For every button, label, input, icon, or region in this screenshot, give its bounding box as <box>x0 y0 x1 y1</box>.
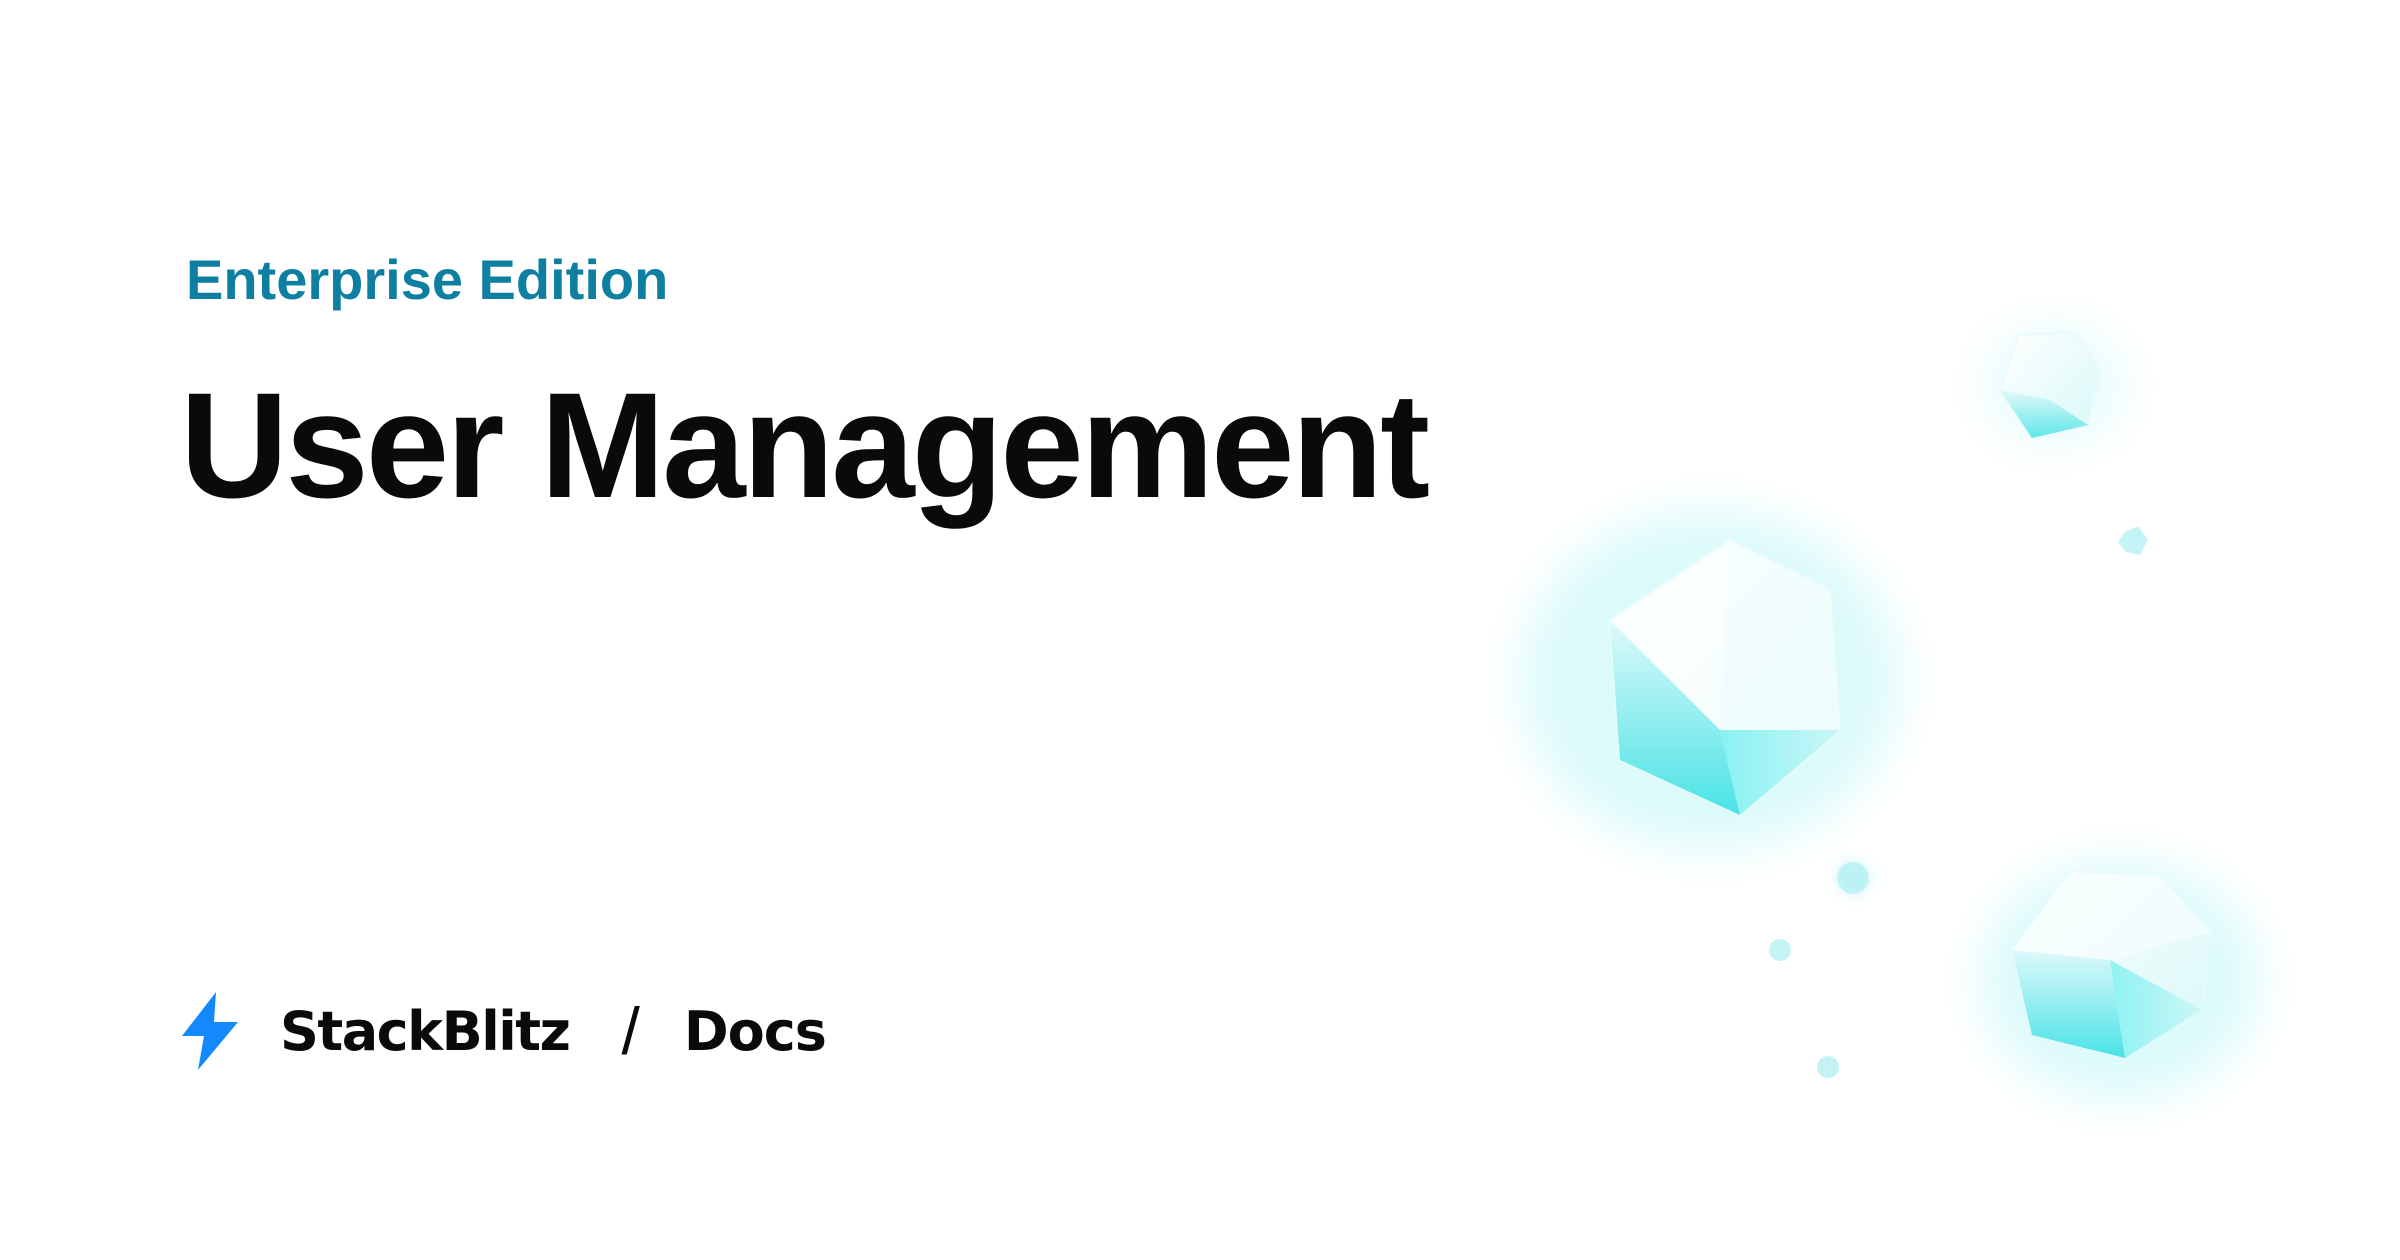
small-cube-icon <box>1998 330 2102 440</box>
lightning-bolt-icon <box>182 992 238 1070</box>
section-name: Docs <box>683 999 827 1063</box>
edition-label: Enterprise Edition <box>186 248 669 311</box>
gem-cluster-icon <box>1520 325 2260 1100</box>
brand-name: StackBlitz <box>280 999 571 1063</box>
particle-icon <box>1769 526 2148 1078</box>
large-gem-icon <box>1608 538 1842 817</box>
page-title: User Management <box>180 361 1430 529</box>
medium-cube-icon <box>2010 870 2212 1060</box>
breadcrumb-separator: / <box>621 994 640 1068</box>
brand-footer: StackBlitz / Docs <box>182 986 827 1076</box>
